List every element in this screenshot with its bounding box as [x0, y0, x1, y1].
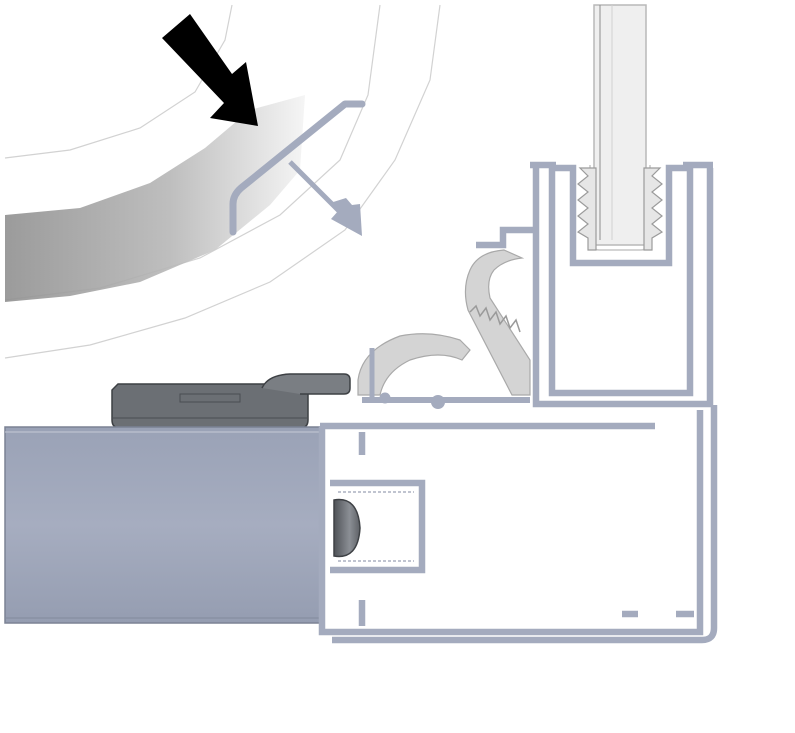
glass-pane [589, 4, 651, 251]
glazing-gasket-left [576, 167, 597, 251]
arrow-down-right-icon [330, 198, 362, 236]
handle-block [111, 373, 351, 429]
glazing-gasket-right [643, 167, 664, 251]
arrow-down-right-icon [162, 14, 258, 126]
screw-channel [338, 491, 414, 562]
screw-head [333, 498, 361, 558]
shadow-band [5, 95, 305, 302]
lower-profile [318, 405, 718, 644]
clip-cover [229, 100, 366, 236]
bead-gasket [357, 333, 530, 409]
horizontal-profile-bar [4, 426, 322, 624]
upper-profile [476, 161, 714, 408]
insulation-strip [464, 249, 531, 396]
